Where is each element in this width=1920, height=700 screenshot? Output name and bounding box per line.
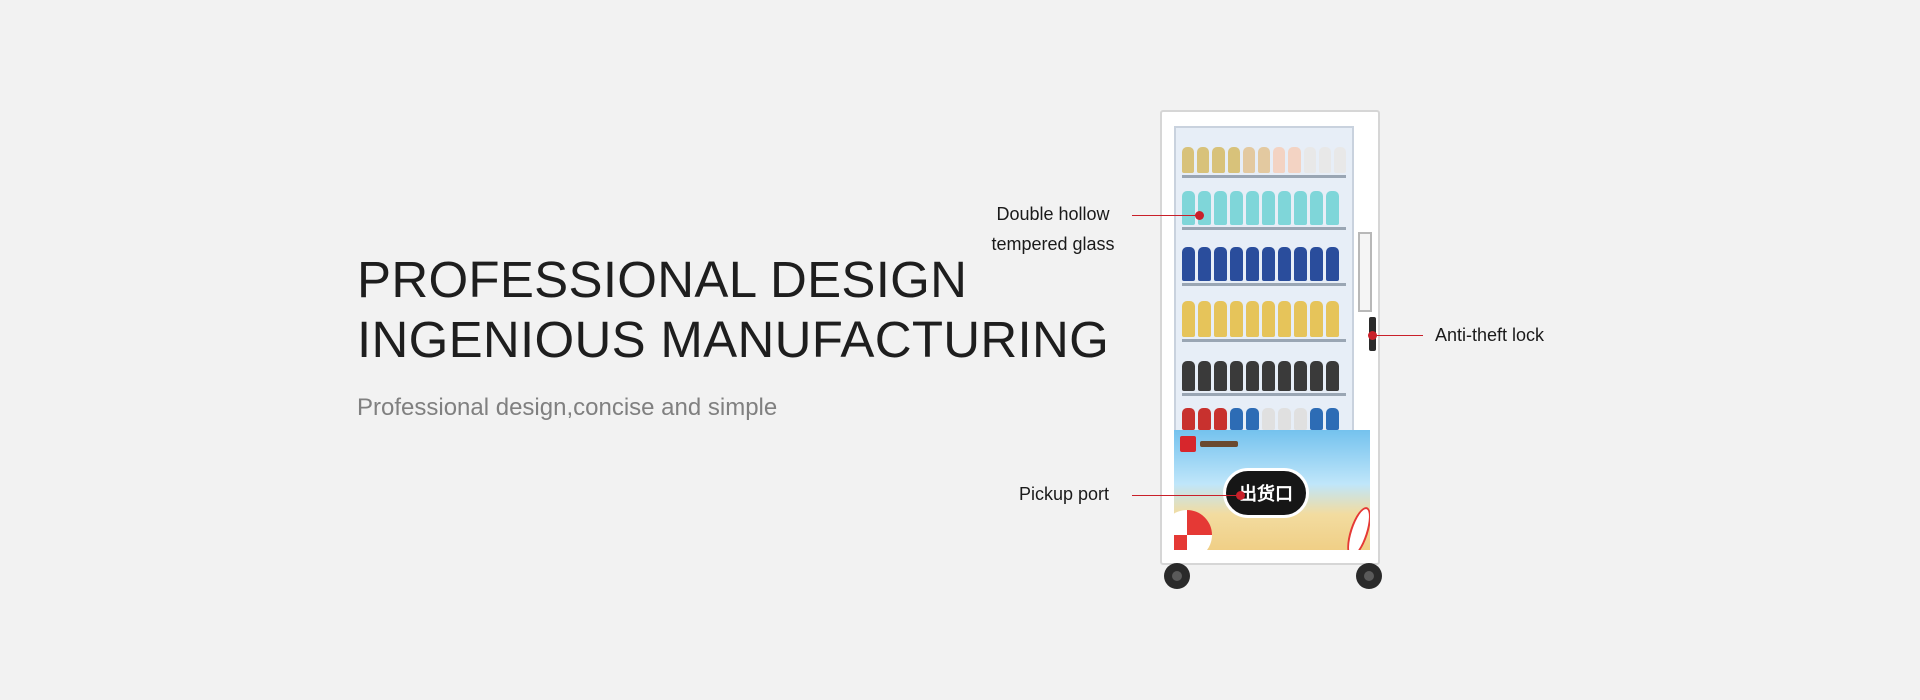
callout-dot-pickup xyxy=(1236,491,1245,500)
callout-glass-line-1: Double hollow xyxy=(996,204,1110,224)
brand-logo-icon xyxy=(1180,436,1196,452)
wheel-icon xyxy=(1164,563,1190,589)
wheel-icon xyxy=(1356,563,1382,589)
umbrella-icon xyxy=(1174,510,1212,550)
shelf-row xyxy=(1182,190,1346,230)
hero-text-block: PROFESSIONAL DESIGN INGENIOUS MANUFACTUR… xyxy=(357,250,1109,422)
machine-cabinet xyxy=(1160,110,1380,565)
headline-line-2: INGENIOUS MANUFACTURING xyxy=(357,311,1110,368)
headline: PROFESSIONAL DESIGN INGENIOUS MANUFACTUR… xyxy=(357,250,1109,370)
shelf-row xyxy=(1182,138,1347,178)
headline-line-1: PROFESSIONAL DESIGN xyxy=(357,251,968,308)
shelf-row xyxy=(1182,392,1346,432)
shelf-row xyxy=(1182,356,1346,396)
brand-logo-wordmark xyxy=(1200,441,1238,447)
callout-label-pickup: Pickup port xyxy=(1019,484,1110,504)
control-panel xyxy=(1358,232,1372,312)
callout-label-lock: Anti-theft lock xyxy=(1435,325,1545,345)
shelf-row xyxy=(1182,301,1346,342)
vending-machine-image xyxy=(1160,110,1382,592)
shelf-row xyxy=(1182,246,1346,286)
callout-label-glass: Double hollow tempered glass xyxy=(986,199,1120,259)
glass-door xyxy=(1174,126,1354,434)
callout-glass-line-2: tempered glass xyxy=(991,234,1115,254)
subheadline: Professional design,concise and simple xyxy=(357,394,778,421)
callout-line-glass xyxy=(1132,215,1198,216)
callout-line-lock xyxy=(1372,335,1423,336)
surfboard-icon xyxy=(1342,504,1370,550)
pickup-port: 出货口 xyxy=(1223,468,1309,518)
callout-dot-glass xyxy=(1195,211,1204,220)
callout-line-pickup xyxy=(1132,495,1240,496)
